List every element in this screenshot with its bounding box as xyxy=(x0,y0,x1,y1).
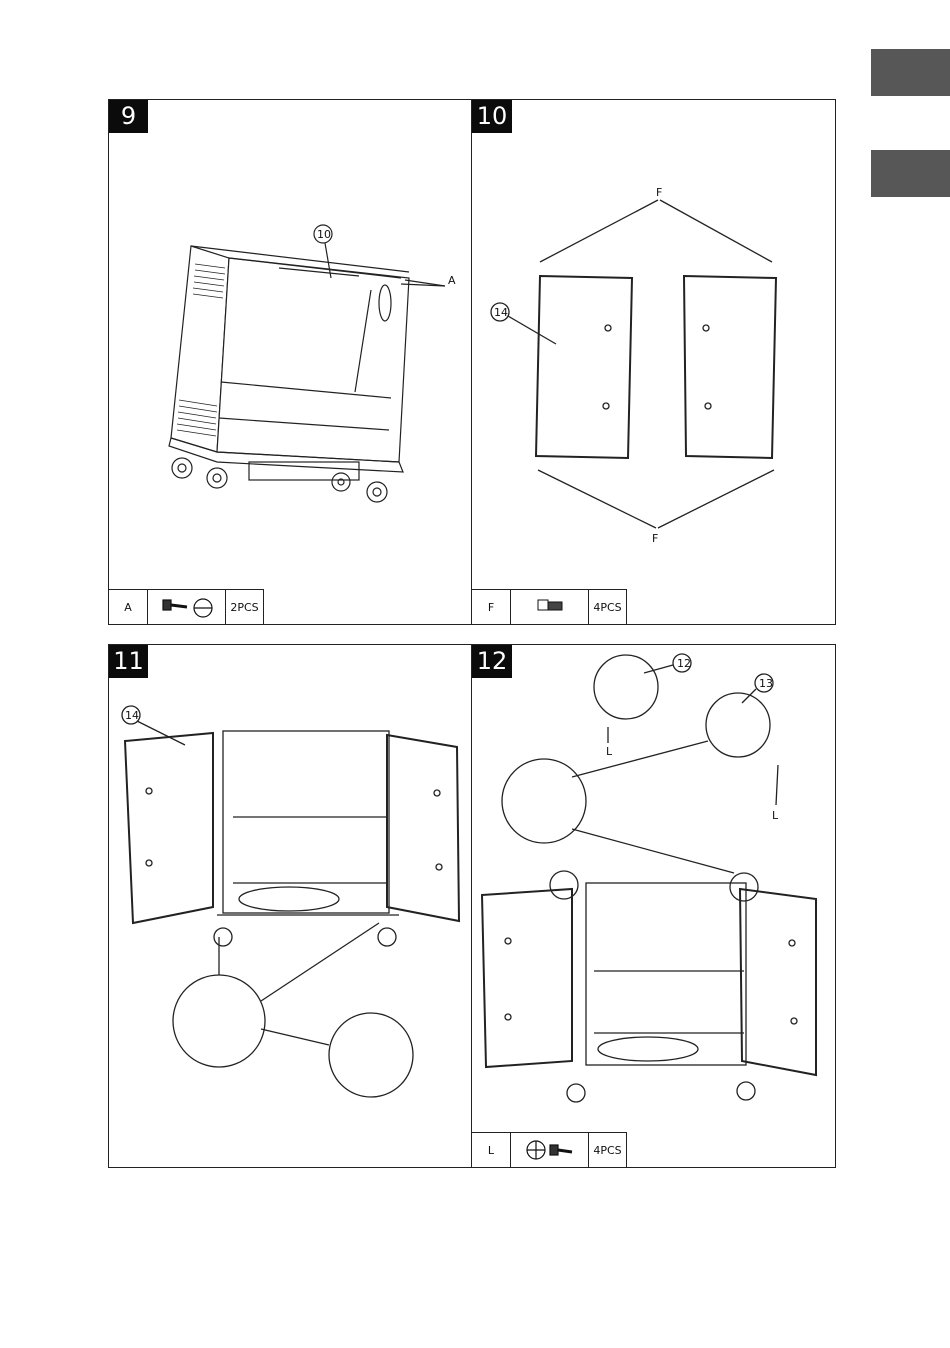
pin-bolt-icon xyxy=(511,590,589,624)
step-9-illustration: 10 A xyxy=(109,100,471,590)
phillips-screw-icon xyxy=(511,1133,589,1167)
part-letter-a: A xyxy=(448,274,456,287)
step-11-panel: 11 14 xyxy=(108,644,472,1168)
part-quantity: 4PCS xyxy=(589,1133,627,1167)
part-letter-f-top: F xyxy=(656,186,662,199)
part-callout-14: 14 xyxy=(125,709,139,722)
part-letter-f-bottom: F xyxy=(652,532,658,545)
part-quantity: 2PCS xyxy=(226,590,264,624)
parts-legend: A 2PCS xyxy=(109,589,264,624)
part-letter: L xyxy=(472,1133,511,1167)
part-callout-13: 13 xyxy=(759,677,773,690)
part-letter-l-left: L xyxy=(606,745,613,758)
section-tab-1 xyxy=(871,49,950,96)
step-10-illustration: F F 14 xyxy=(472,100,835,590)
parts-legend: L 4PCS xyxy=(472,1132,627,1167)
step-12-illustration: 12 13 L L xyxy=(472,645,835,1133)
step-9-panel: 9 xyxy=(108,99,472,625)
step-10-panel: 10 F F 14 F 4PCS xyxy=(471,99,836,625)
parts-legend: F 4PCS xyxy=(472,589,627,624)
part-callout-14: 14 xyxy=(494,306,508,319)
section-tab-2 xyxy=(871,150,950,197)
step-11-illustration: 14 xyxy=(109,645,471,1167)
part-callout-10: 10 xyxy=(317,228,331,241)
step-12-panel: 12 12 13 L L L xyxy=(471,644,836,1168)
screw-and-washer-icon xyxy=(148,590,226,624)
part-letter-l-right: L xyxy=(772,809,779,822)
part-quantity: 4PCS xyxy=(589,590,627,624)
part-callout-12: 12 xyxy=(677,657,691,670)
part-letter: F xyxy=(472,590,511,624)
part-letter: A xyxy=(109,590,148,624)
